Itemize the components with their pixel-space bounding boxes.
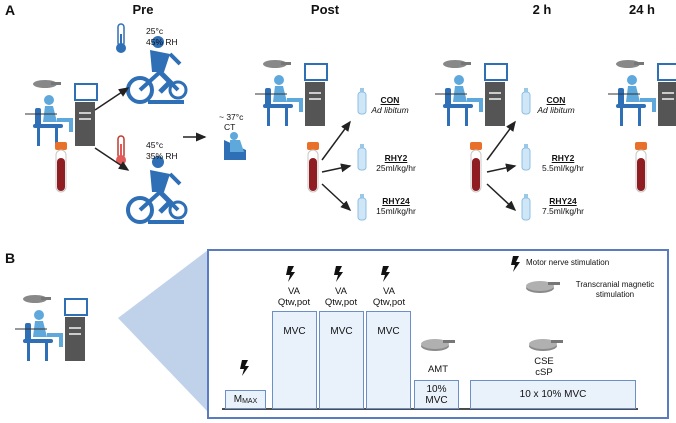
twentyfourh-dynamometer-setup — [607, 59, 676, 127]
post-bottle-rhy2 — [357, 143, 367, 171]
ten-percent-box: 10%MVC — [414, 380, 459, 409]
pre-blood-tube — [54, 141, 68, 193]
recovery-chair-icon — [224, 132, 246, 160]
ten-by-ten-box: 10 x 10% MVC — [470, 380, 636, 409]
mvc-box-2: MVC — [319, 311, 364, 409]
post-group-con: CON Ad libitum — [371, 95, 409, 115]
mvc-box-3: MVC — [366, 311, 411, 409]
zoom-triangle — [118, 250, 208, 412]
legend-tms-label: Transcranial magnetic stimulation — [575, 280, 655, 299]
twoh-group-rhy2: RHY2 5.5ml/kg/hr — [541, 153, 585, 173]
post-bottle-con — [357, 87, 367, 115]
twoh-group-rhy24: RHY24 7.5ml/kg/hr — [541, 196, 585, 216]
twoh-bottle-rhy24 — [521, 193, 531, 221]
cold-rh: 35% RH — [146, 151, 178, 161]
post-group-rhy24: RHY24 15ml/kg/hr — [376, 196, 416, 216]
twoh-bottle-rhy2 — [521, 143, 531, 171]
timepoint-post: Post — [310, 2, 340, 17]
twoh-group-con: CON Ad libitum — [537, 95, 575, 115]
twoh-bottle-con — [521, 87, 531, 115]
legend-motor-label: Motor nerve stimulation — [526, 258, 610, 267]
panel-a-letter: A — [5, 2, 16, 18]
exercise-bike-bottom — [128, 156, 186, 222]
core-temp-label: CT — [224, 122, 236, 132]
pre-dynamometer-setup — [24, 79, 98, 147]
post-blood-tube — [306, 141, 320, 193]
post-bottle-rhy24 — [357, 193, 367, 221]
twoh-blood-tube — [469, 141, 483, 193]
post-group-rhy2: RHY2 25ml/kg/hr — [376, 153, 416, 173]
timepoint-2h: 2 h — [532, 2, 552, 17]
twentyfourh-blood-tube — [634, 141, 648, 193]
thermometer-cold-icon — [116, 135, 126, 165]
panelb-dynamometer-setup — [14, 294, 88, 362]
mvc-box-1: MVC — [272, 311, 317, 409]
post-dynamometer-setup — [254, 59, 328, 127]
panel-b-letter: B — [5, 250, 16, 266]
timepoint-24h: 24 h — [628, 2, 655, 17]
twoh-dynamometer-setup — [434, 59, 508, 127]
amt-label: AMT — [427, 364, 449, 375]
core-temp-value: ~ 37°c — [219, 112, 244, 122]
thermometer-hot-icon — [116, 23, 126, 53]
hot-rh: 45% RH — [146, 37, 178, 47]
cold-temp: 45°c — [146, 140, 164, 150]
timepoint-pre: Pre — [132, 2, 154, 17]
hot-temp: 25°c — [146, 26, 164, 36]
